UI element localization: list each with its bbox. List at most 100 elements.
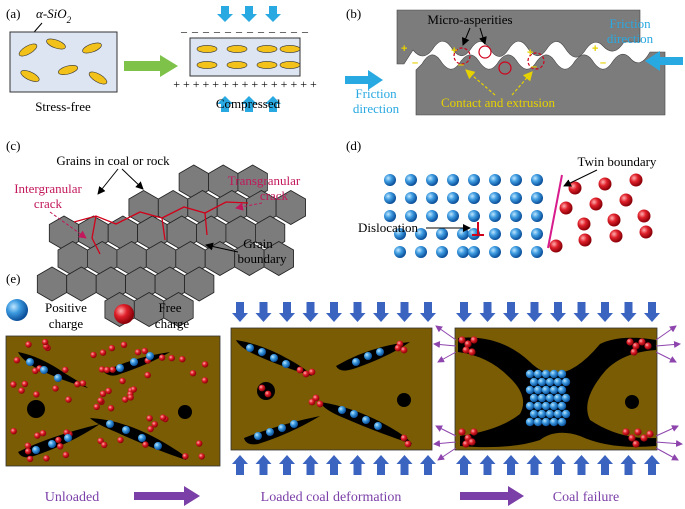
free-charge — [640, 434, 648, 442]
matrix-atom — [415, 228, 427, 240]
matrix-atom — [510, 246, 522, 258]
free-charge — [62, 451, 70, 459]
panel-c: (c) Grains in coal or rock Intergranular… — [6, 138, 307, 327]
positive-charge — [350, 410, 358, 418]
matrix-atom — [426, 192, 438, 204]
free-charge — [10, 381, 17, 388]
positive-charge — [270, 354, 278, 362]
positive-charge — [116, 364, 124, 372]
free-charge — [626, 338, 634, 346]
matrix-atom — [510, 228, 522, 240]
free-charge — [179, 356, 186, 363]
free-charge — [638, 338, 646, 346]
load-arrow — [420, 302, 436, 322]
positive-charge — [557, 385, 567, 395]
free-charge — [462, 346, 470, 354]
positive-charge — [26, 358, 34, 366]
positive-charge — [537, 409, 547, 419]
free-charge — [105, 387, 112, 395]
free-charge — [159, 414, 167, 421]
twin-atom — [577, 217, 591, 231]
positive-legend-sphere — [6, 299, 28, 321]
free-charge — [109, 366, 116, 373]
stage-loaded: Loaded coal deformation — [261, 490, 402, 505]
matrix-atom — [436, 246, 448, 258]
contact-pointer-2 — [511, 71, 533, 96]
loading-arrows — [232, 302, 660, 475]
positive-charge — [338, 406, 346, 414]
matrix-atom — [457, 246, 469, 258]
friction-right-arrow — [645, 51, 683, 71]
free-charge — [394, 344, 402, 352]
stage-unloaded: Unloaded — [45, 490, 99, 505]
lower-surface — [415, 51, 666, 116]
load-arrow — [396, 302, 413, 322]
panel-e: (e) Positive charge Free charge — [5, 271, 683, 506]
positive-charge — [106, 420, 114, 428]
free-charge — [622, 428, 630, 436]
positive-charge — [541, 385, 551, 395]
emission-arrow — [435, 425, 457, 437]
loaded-charges — [246, 340, 412, 448]
quartz-grain — [57, 65, 79, 75]
compressed-grains — [196, 45, 301, 69]
quartz-grain — [196, 61, 218, 69]
free-charge — [462, 440, 470, 448]
positive-charge — [529, 393, 539, 403]
free-charge — [74, 381, 81, 388]
free-charge — [182, 453, 189, 460]
emission-arrow — [655, 325, 677, 341]
positive-charge — [258, 348, 266, 356]
free-charge — [79, 380, 87, 387]
positive-charge — [525, 385, 535, 395]
svg-text:–: – — [458, 59, 464, 71]
twin-label: Twin boundary — [578, 154, 657, 169]
free-charge — [470, 336, 478, 344]
contact-circle-3 — [498, 61, 512, 75]
positive-charge — [146, 352, 154, 360]
load-arrow — [644, 455, 660, 475]
matrix-atom — [436, 228, 448, 240]
free-charge — [628, 434, 636, 442]
free-charge — [119, 377, 126, 385]
positive-charge — [533, 385, 543, 395]
matrix-atom — [468, 210, 480, 222]
load-arrow — [396, 455, 413, 475]
positive-charge — [278, 424, 286, 432]
twin-atom — [589, 197, 603, 211]
contact-circle-4 — [527, 52, 545, 70]
matrix-atom — [384, 192, 396, 204]
free-charge — [43, 455, 50, 462]
positive-charge — [130, 358, 138, 366]
load-arrow — [479, 302, 496, 322]
matrix-atom — [447, 174, 459, 186]
free-charge — [90, 351, 97, 359]
emission-arrow — [433, 341, 457, 349]
positive-charge — [557, 401, 567, 411]
free-charge — [146, 415, 153, 422]
positive-charge — [376, 348, 384, 356]
positive-charge — [529, 377, 539, 387]
quartz-grain — [256, 61, 278, 69]
free-charge — [646, 430, 654, 438]
positive-charge — [553, 393, 563, 403]
twin-boundary-line — [547, 174, 563, 249]
twin-atom — [637, 209, 651, 223]
panel-b-tag: (b) — [346, 6, 361, 21]
mineral-label: α-SiO2 — [36, 6, 72, 25]
svg-text:–: – — [600, 57, 606, 69]
plus-charges: + + + + + + + + + + + + + + + — [173, 77, 317, 91]
panel-d: (d) Twin boundary Dislocation — [346, 138, 657, 258]
stage-arrow-2 — [460, 486, 524, 506]
unloaded-charges — [10, 338, 209, 463]
boundary-pointer — [205, 242, 239, 253]
free-charge — [142, 441, 149, 448]
load-arrow — [550, 455, 566, 475]
positive-charge — [557, 417, 567, 427]
positive-charge — [525, 417, 535, 427]
load-arrow — [503, 302, 519, 322]
free-charge — [57, 443, 64, 450]
matrix-atom — [510, 174, 522, 186]
grains-pointer-2 — [121, 168, 144, 190]
minus-charges: – – – – – – – – – – – – — [180, 24, 309, 38]
